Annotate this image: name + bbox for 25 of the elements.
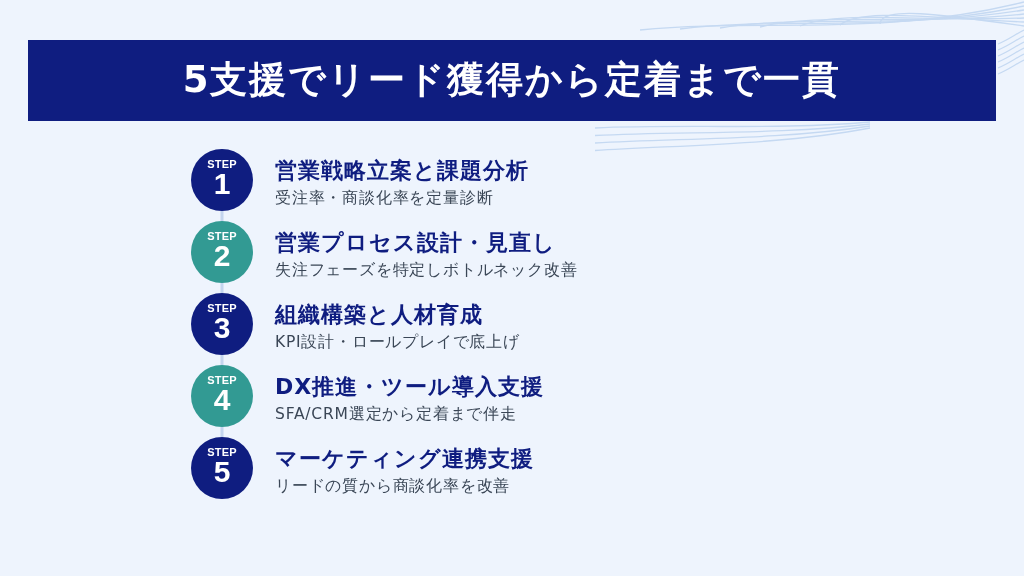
step-description: 失注フェーズを特定しボトルネック改善 — [275, 260, 578, 280]
step-title: マーケティング連携支援 — [275, 446, 534, 472]
step-title: 組織構築と人材育成 — [275, 302, 483, 328]
step-description: リードの質から商談化率を改善 — [275, 476, 511, 496]
connector-line — [220, 211, 224, 221]
step-label: STEP — [207, 374, 237, 386]
step-label: STEP — [207, 302, 237, 314]
step-label: STEP — [207, 446, 237, 458]
step-description: 受注率・商談化率を定量診断 — [275, 188, 494, 208]
step-label: STEP — [207, 230, 237, 242]
step-description: SFA/CRM選定から定着まで伴走 — [275, 404, 517, 424]
step-title: 営業プロセス設計・見直し — [275, 230, 556, 256]
step-number: 4 — [213, 385, 231, 414]
step-description: KPI設計・ロールプレイで底上げ — [275, 332, 520, 352]
connector-line — [220, 355, 224, 365]
connector-line — [220, 427, 224, 437]
step-title: 営業戦略立案と課題分析 — [275, 158, 529, 184]
connector-line — [220, 283, 224, 293]
step-number: 1 — [213, 169, 231, 198]
title-text: 5支援でリード獲得から定着まで一貫 — [182, 58, 842, 103]
step-number: 2 — [213, 241, 231, 270]
step-title: DX推進・ツール導入支援 — [275, 374, 545, 400]
step-label: STEP — [207, 158, 237, 170]
step-number: 5 — [213, 457, 231, 486]
step-number: 3 — [213, 313, 231, 342]
